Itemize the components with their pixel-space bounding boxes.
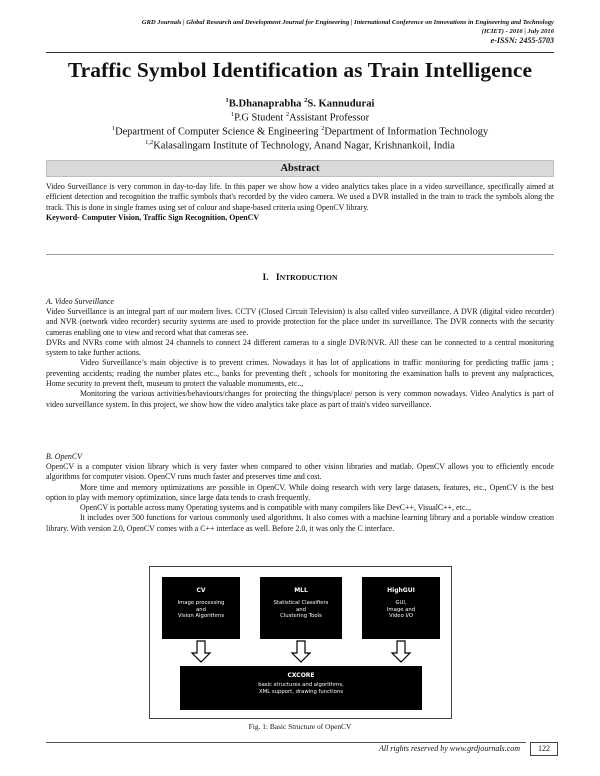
journal-header-line1: GRD Journals | Global Research and Devel… [141,19,554,26]
abstract-body: Video Surveillance is very common in day… [46,182,554,212]
down-arrow-icon [390,640,412,663]
author-departments: 1Department of Computer Science & Engine… [111,125,489,138]
arrows-layer [190,640,412,663]
author-roles: 1P.G Student 2Assistant Professor [230,111,370,124]
cxcore-box: CXCORE basic structures and algorithms,X… [180,666,422,710]
journal-header: GRD Journals | Global Research and Devel… [34,18,554,45]
author-2: S. Kannudurai [307,98,375,110]
keywords: Keyword- Computer Vision, Traffic Sign R… [46,212,260,222]
video-surveillance-text: Video Surveillance is an integral part o… [46,307,554,410]
paragraph: OpenCV is portable across many Operating… [80,503,472,513]
abstract-heading: Abstract [46,160,554,177]
paragraph: DVRs and NVRs come with almost 24 channe… [46,337,554,358]
author-1: B.Dhanaprabha [228,98,305,110]
paragraph: Monitoring the various activities/behavi… [46,389,554,409]
opencv-text: OpenCV is a computer vision library whic… [46,462,554,534]
page-number: 122 [530,742,558,756]
journal-issn: e-ISSN: 2455-5703 [490,36,554,45]
down-arrow-icon [190,640,212,663]
paragraph: Video Surveillance is an integral part o… [46,307,554,337]
abstract-rule [46,254,554,255]
footer-rule [46,742,526,743]
paragraph: More time and memory optimizations are p… [46,482,554,502]
paragraph: It includes over 500 functions for vario… [46,513,554,533]
author-institution: 1,2Kalasalingam Institute of Technology,… [145,139,455,152]
footer-rights: All rights reserved by www.grdjournals.c… [378,744,520,753]
header-rule [46,52,554,53]
subsection-heading-video-surveillance: A. Video Surveillance [46,297,114,306]
paragraph: OpenCV is a computer vision library whic… [46,462,554,482]
section-heading-introduction: I. INTRODUCTION [262,272,338,283]
figure-caption: Fig. 1: Basic Structure of OpenCV [248,722,352,731]
abstract-block: Video Surveillance is very common in day… [46,182,554,223]
journal-header-line2: (ICIET) - 2016 | July 2016 [481,28,554,35]
paragraph: Video Surveillance’s main objective is t… [46,358,554,389]
subsection-heading-opencv: B. OpenCV [46,452,82,461]
paper-title: Traffic Symbol Identification as Train I… [67,58,533,82]
author-names: 1B.Dhanaprabha 2S. Kannudurai [225,97,375,110]
down-arrow-icon [290,640,312,663]
